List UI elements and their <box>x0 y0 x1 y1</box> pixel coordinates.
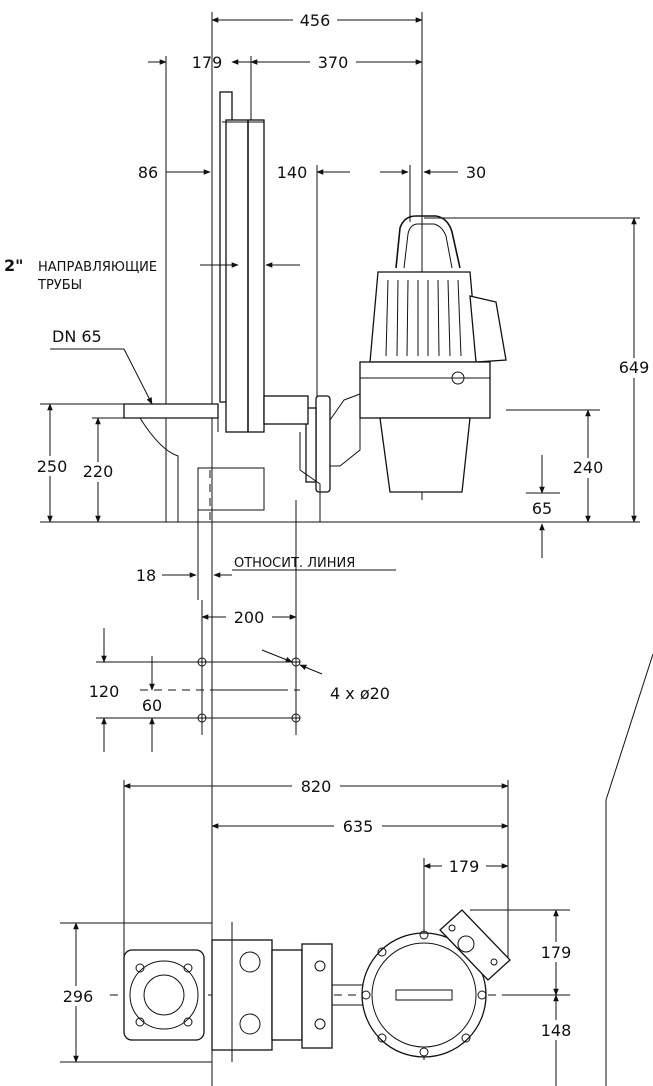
dim-plan-small: 179 <box>423 856 509 1060</box>
dim-outlet-height: 220 <box>80 417 118 523</box>
dim-140-label: 140 <box>277 163 308 182</box>
dim-motor-base: 240 <box>566 409 610 523</box>
outlet-dn-label: DN 65 <box>52 327 102 346</box>
dim-bottom-clear: 65 <box>526 455 560 558</box>
dim-plan-lower: 148 <box>534 994 578 1086</box>
dim-649-label: 649 <box>619 358 650 377</box>
guide-pipes-label: 2" НАПРАВЛЯЮЩИЕ ТРУБЫ <box>4 256 300 293</box>
dim-179-label: 179 <box>192 53 223 72</box>
dim-plan-lower-label: 148 <box>541 1021 572 1040</box>
dim-18-label: 18 <box>136 566 156 585</box>
dim-120-label: 120 <box>89 682 120 701</box>
dim-plan-height: 296 <box>56 922 98 1063</box>
dim-296-label: 296 <box>63 987 94 1006</box>
dim-60-label: 60 <box>142 696 162 715</box>
dim-820-label: 820 <box>301 777 332 796</box>
outlet-label: DN 65 <box>50 327 153 405</box>
dim-456-label: 456 <box>300 11 331 30</box>
dim-flange-gap: 140 30 <box>277 163 486 182</box>
dim-65-label: 65 <box>532 499 552 518</box>
dim-flange-height: 250 <box>36 403 68 523</box>
guide-size: 2" <box>4 256 23 275</box>
dim-86-label: 86 <box>138 163 158 182</box>
dim-plan-179-label: 179 <box>449 857 480 876</box>
pump-side-view <box>123 215 507 523</box>
dim-30-label: 30 <box>466 163 486 182</box>
guide-label-line2: ТРУБЫ <box>37 278 82 293</box>
bolt-pattern: 200 120 60 4 x ø20 <box>89 600 390 752</box>
dim-plan-upper: 179 <box>534 909 578 996</box>
dim-plan-total: 820 <box>123 776 509 796</box>
dim-plan-upper-label: 179 <box>541 943 572 962</box>
dim-200-label: 200 <box>234 608 265 627</box>
dim-plan-right: 635 <box>211 816 509 836</box>
pump-plan-view <box>110 909 520 1062</box>
guide-rails <box>219 91 265 433</box>
dim-220-label: 220 <box>83 462 114 481</box>
dim-240-label: 240 <box>573 458 604 477</box>
dim-370-label: 370 <box>318 53 349 72</box>
section-line <box>605 653 653 1086</box>
dim-635-label: 635 <box>343 817 374 836</box>
dim-top-left: 179 <box>148 53 251 72</box>
bolt-hole-label: 4 x ø20 <box>330 684 390 703</box>
guide-label-line1: НАПРАВЛЯЮЩИЕ <box>38 260 157 275</box>
dim-overall-height: 649 <box>614 217 653 523</box>
dim-left-offset: 86 <box>138 163 211 182</box>
dim-250-label: 250 <box>37 457 68 476</box>
datum-dimension: 18 ОТНОСИТ. ЛИНИЯ <box>136 500 396 735</box>
dim-top-total: 456 <box>211 10 423 30</box>
datum-label: ОТНОСИТ. ЛИНИЯ <box>234 556 355 571</box>
dim-top-right: 370 <box>250 52 423 72</box>
